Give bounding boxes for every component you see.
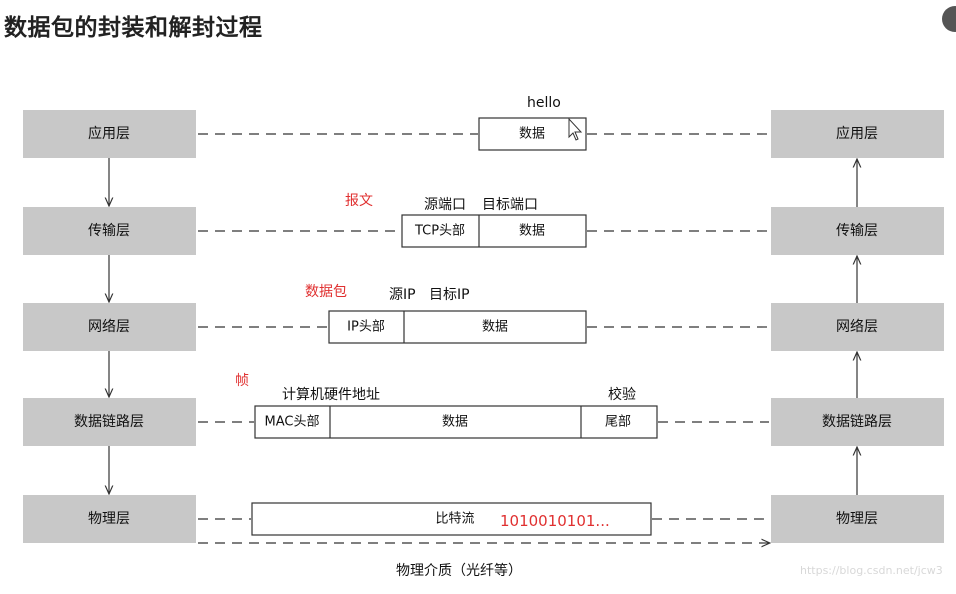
- ip-header-label: IP头部: [347, 320, 385, 335]
- mac-header-label: MAC头部: [265, 415, 320, 430]
- left-layer-network: [23, 303, 196, 351]
- transport-data-label: 数据: [519, 224, 545, 239]
- right-layer-physical-label: 物理层: [836, 511, 878, 527]
- cursor-icon: [568, 117, 583, 141]
- left-layer-transport: [23, 207, 196, 255]
- right-layer-network: [771, 303, 944, 351]
- checksum-label: 校验: [608, 386, 636, 403]
- corner-icon: [942, 6, 956, 32]
- left-layer-network-label: 网络层: [88, 319, 130, 335]
- bitstream-box: [251, 502, 652, 536]
- left-layer-stack: 应用层 传输层 网络层 数据链路层 物理层: [23, 110, 196, 543]
- frame-label: 帧: [235, 373, 249, 389]
- left-layer-datalink-label: 数据链路层: [74, 414, 144, 430]
- src-port-label: 源端口: [424, 197, 466, 213]
- right-layer-stack: 应用层 传输层 网络层 数据链路层 物理层: [771, 110, 944, 543]
- tail-label: 尾部: [605, 415, 631, 430]
- app-data-box: [478, 117, 587, 151]
- frame-data-label: 数据: [442, 415, 468, 430]
- right-layer-app: [771, 110, 944, 158]
- right-layer-app-label: 应用层: [836, 125, 878, 142]
- left-layer-datalink: [23, 398, 196, 446]
- watermark: https://blog.csdn.net/jcw3: [800, 564, 943, 577]
- tcp-header-label: TCP头部: [414, 224, 465, 239]
- left-layer-app: [23, 110, 196, 158]
- dst-ip-label: 目标IP: [429, 287, 470, 303]
- right-layer-physical: [771, 495, 944, 543]
- left-layer-physical-label: 物理层: [88, 511, 130, 527]
- left-layer-transport-label: 传输层: [88, 223, 130, 239]
- hello-label: hello: [527, 95, 561, 111]
- bitstream-label: 比特流: [435, 512, 474, 527]
- medium-label: 物理介质（光纤等）: [396, 562, 522, 579]
- right-layer-network-label: 网络层: [836, 319, 878, 335]
- hw-addr-label: 计算机硬件地址: [282, 387, 380, 403]
- right-layer-transport: [771, 207, 944, 255]
- left-layer-app-label: 应用层: [88, 125, 130, 142]
- segment-label: 报文: [345, 193, 373, 209]
- page-title: 数据包的封装和解封过程: [4, 15, 263, 41]
- app-data-label: 数据: [519, 127, 545, 142]
- dst-port-label: 目标端口: [482, 197, 538, 213]
- right-layer-transport-label: 传输层: [836, 223, 878, 239]
- network-packet-box: [328, 310, 587, 344]
- frame-box: [254, 405, 658, 439]
- left-layer-physical: [23, 495, 196, 543]
- bits-value: 1010010101...: [500, 512, 610, 530]
- network-data-label: 数据: [482, 320, 508, 335]
- src-ip-label: 源IP: [389, 287, 416, 303]
- right-layer-datalink-label: 数据链路层: [822, 414, 892, 430]
- transport-packet-box: [401, 214, 587, 248]
- packet-label: 数据包: [305, 284, 347, 300]
- right-layer-datalink: [771, 398, 944, 446]
